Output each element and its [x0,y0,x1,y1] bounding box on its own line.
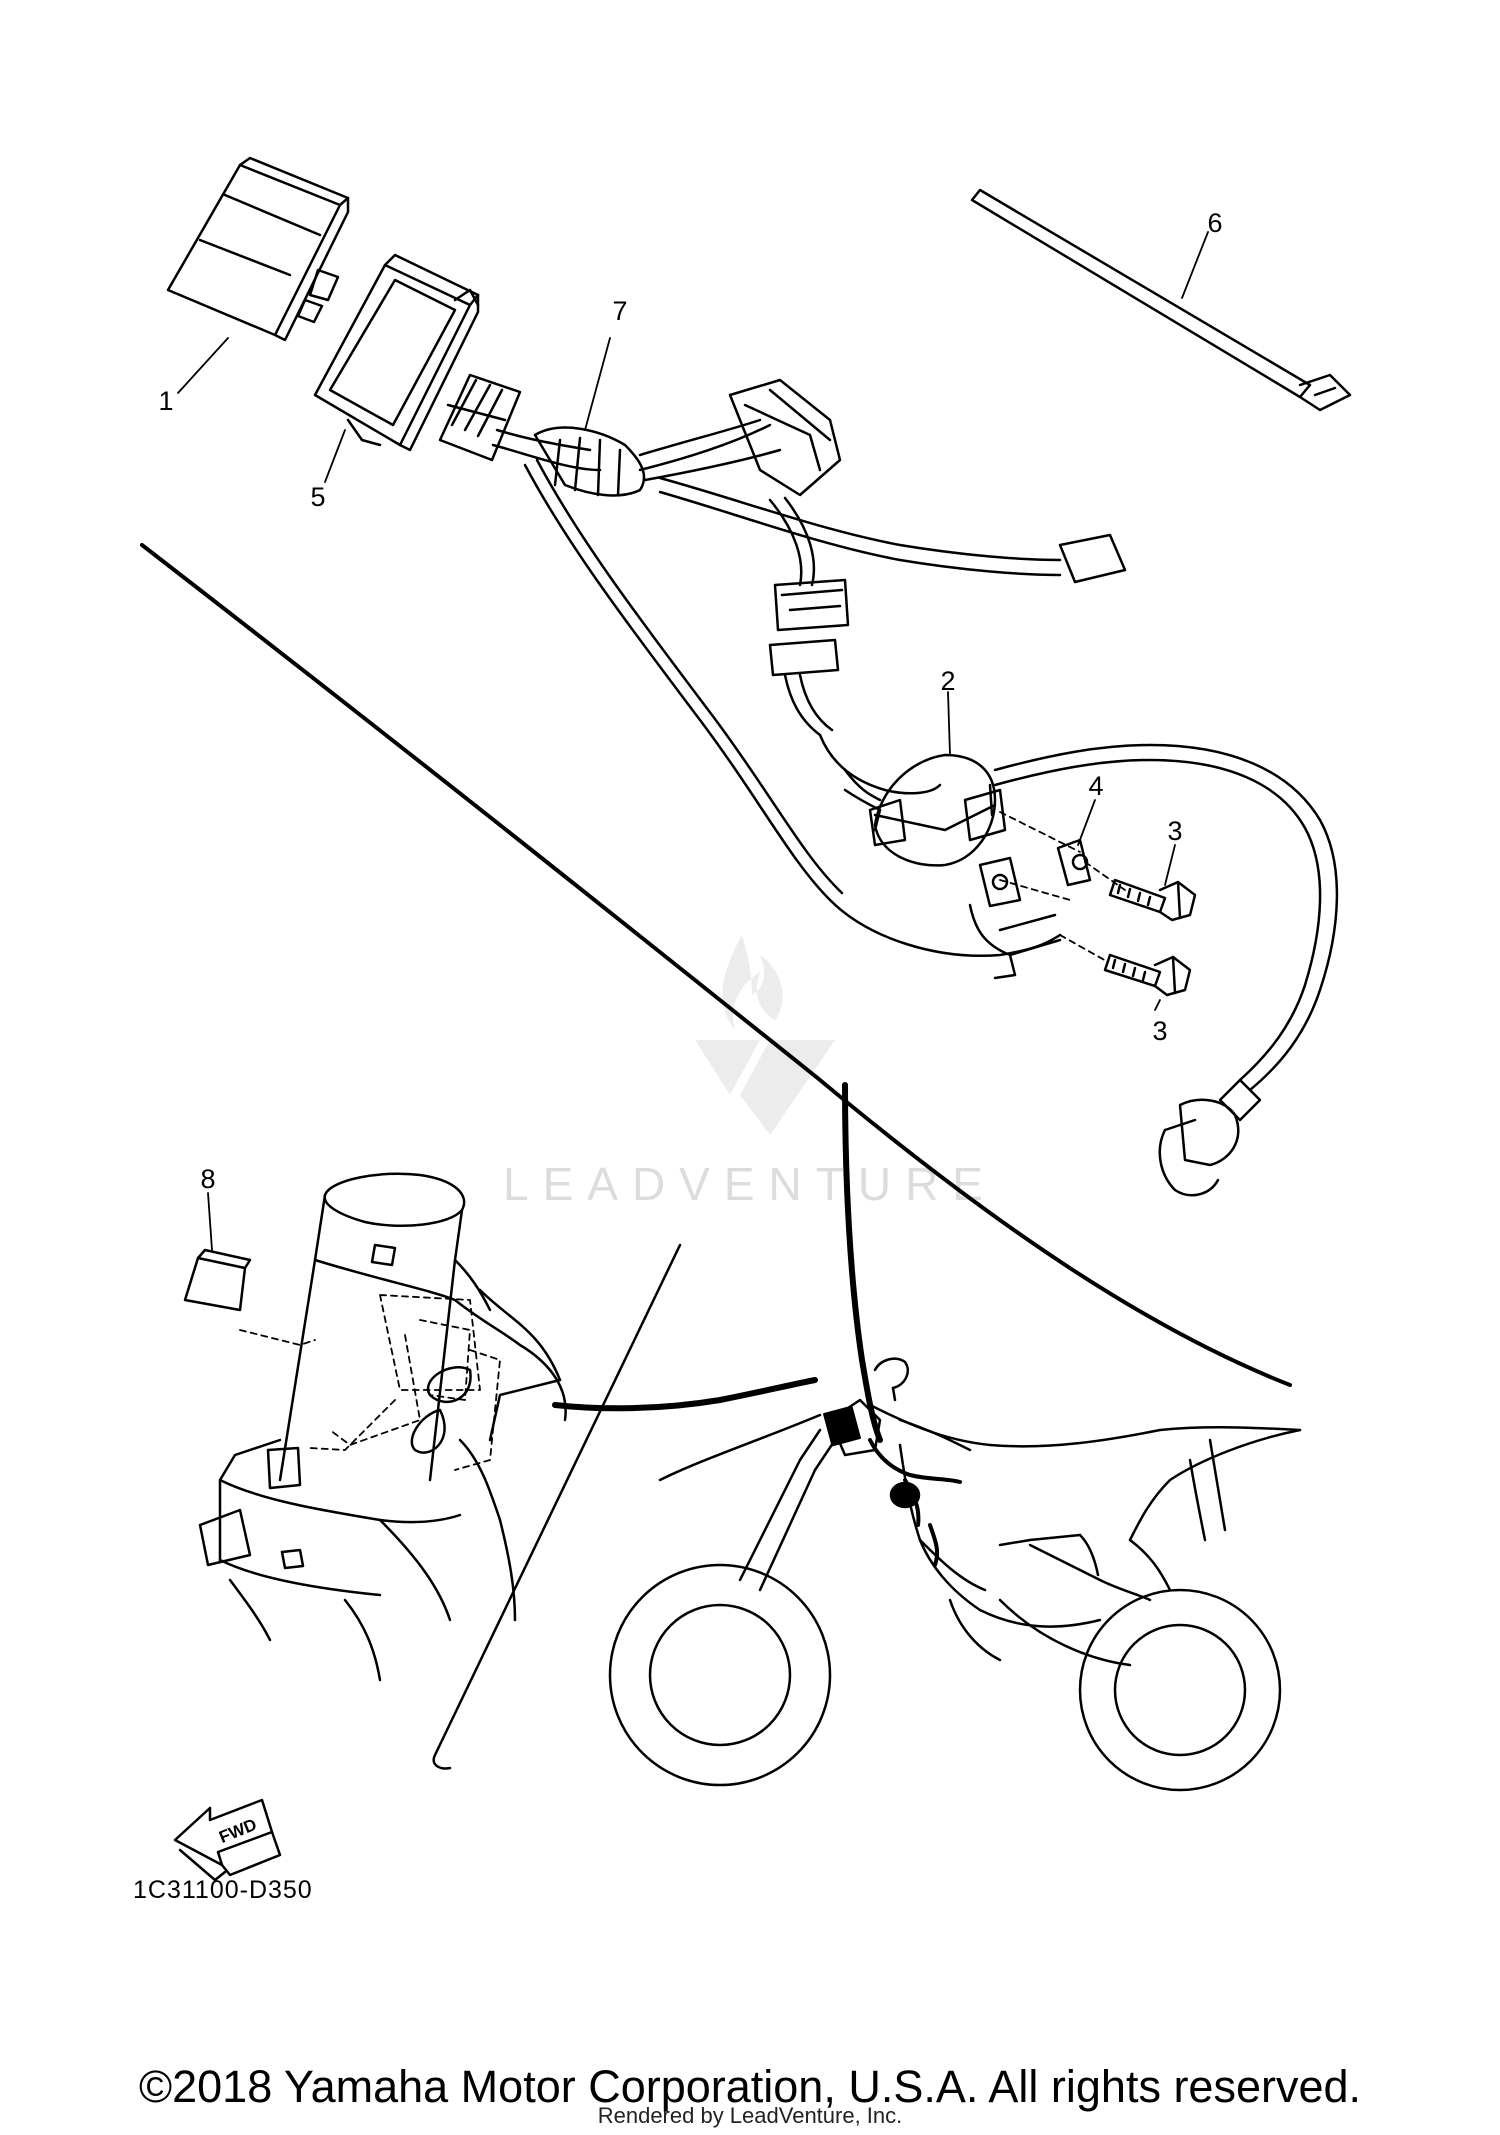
part-6-cable-tie [970,188,1352,412]
watermark-flame-logo [695,935,835,1135]
part-3-bolt-upper [1108,878,1197,922]
fwd-label: FWD [216,1815,259,1847]
rendered-by-credit: Rendered by LeadVenture, Inc. [597,2103,903,2128]
callout-6: 6 [1207,208,1222,238]
part-code: 1C31100-D350 [133,1876,313,1904]
motorcycle-silhouette [608,1357,1302,1792]
part-7-wire-harness [438,373,1127,957]
part-1-cdi-unit [166,156,350,342]
callout-7: 7 [612,296,627,326]
callout-4: 4 [1088,771,1103,801]
copyright-notice: ©2018 Yamaha Motor Corporation, U.S.A. A… [138,2061,1362,2112]
part-2-ignition-coil [843,743,1339,1197]
callout-8: 8 [200,1164,215,1194]
assembly-leader-lines [999,811,1126,963]
callout-leaders [177,231,1209,1251]
callout-5: 5 [310,482,325,512]
routing-wire-inset [552,1377,818,1412]
inset-steering-detail [198,1172,682,1770]
forward-arrow-icon [173,1798,282,1882]
bike-cdi-highlight [823,1405,861,1447]
part-8-label [183,1248,252,1312]
cutaway-boundary-line [140,543,1292,1387]
callout-2: 2 [940,666,955,696]
part-5-cdi-cover [313,253,480,452]
callout-1: 1 [158,386,173,416]
watermark-text: LEADVENTURE [503,1158,997,1210]
part-3-bolt-lower [1103,953,1192,997]
callout-3-lower: 3 [1152,1016,1167,1046]
part-4-bracket [968,838,1092,980]
routing-wire [842,1082,883,1443]
watermark: LEADVENTURE [503,935,997,1210]
bike-coil-highlight [889,1481,921,1509]
callout-3-upper: 3 [1167,816,1182,846]
